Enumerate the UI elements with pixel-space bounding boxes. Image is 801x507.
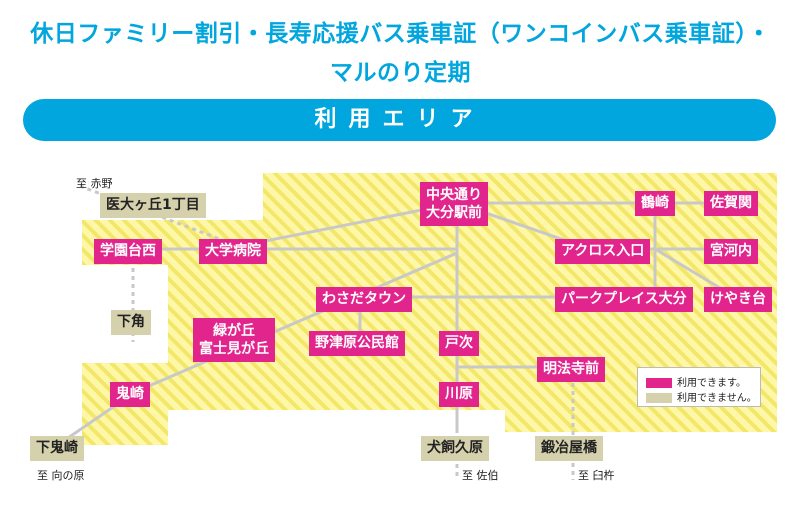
area-banner: 利用エリア (23, 99, 776, 141)
station-label: 富士見が丘 (199, 341, 269, 357)
route-line (134, 251, 458, 394)
legend-unusable-label: 利用できません。 (677, 393, 757, 404)
direction-saiki: 至 佐伯 (462, 469, 499, 482)
station-midorigaoka: 緑が丘 富士見が丘 (193, 318, 275, 362)
station-kajiyabashi: 鍛冶屋橋 (535, 436, 603, 461)
station-saganoseki: 佐賀関 (704, 191, 758, 216)
direction-akano: 至 赤野 (76, 177, 113, 190)
station-shimokado: 下角 (111, 310, 151, 335)
title-line-2: マルのり定期 (330, 60, 471, 86)
station-label: 緑が丘 (213, 323, 255, 339)
legend-usable: 利用できます。 (646, 374, 746, 389)
station-keyakidai: けやき台 (704, 287, 772, 312)
station-kawahara: 川原 (439, 382, 479, 407)
station-idaigaoka: 医大ヶ丘1丁目 (100, 193, 206, 218)
title-line-1: 休日ファミリー割引・長寿応援バス乗車証（ワンコインバス乗車証）・ (30, 21, 771, 47)
station-wasada-town: わさだタウン (316, 287, 412, 312)
station-tsurusaki: 鶴崎 (635, 191, 675, 216)
station-onizaki: 鬼崎 (110, 382, 150, 407)
station-gakuen-dai-nishi: 学園台西 (94, 239, 162, 264)
legend: 利用できます。 利用できません。 (637, 367, 761, 407)
station-daigaku-byoin: 大学病院 (199, 239, 267, 264)
station-across-iriguchi: アクロス入口 (555, 239, 651, 264)
legend-usable-swatch (646, 378, 672, 388)
legend-usable-label: 利用できます。 (677, 378, 746, 389)
station-shimo-onizaki: 下鬼崎 (30, 436, 84, 461)
station-label: 大分駅前 (426, 205, 482, 221)
station-label: 中央通り (426, 187, 482, 203)
station-miyakouchi: 宮河内 (704, 239, 758, 264)
direction-usuki: 至 臼杵 (578, 469, 615, 482)
station-park-place: パークプレイス大分 (555, 287, 693, 312)
legend-unusable: 利用できません。 (646, 389, 757, 404)
station-nozuhara-kominkan: 野津原公民館 (309, 331, 405, 356)
direction-mukainohara: 至 向の原 (37, 469, 85, 482)
station-inukai-kubaru: 犬飼久原 (421, 436, 489, 461)
legend-unusable-swatch (646, 393, 672, 403)
station-chuo-dori: 中央通り 大分駅前 (420, 182, 488, 226)
station-myohoji-mae: 明法寺前 (537, 357, 605, 382)
station-hetsugi: 戸次 (439, 331, 479, 356)
